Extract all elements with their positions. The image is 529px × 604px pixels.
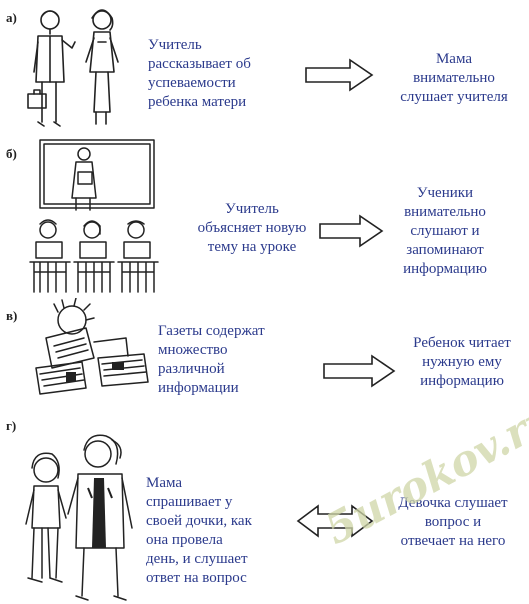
row-c-right-text: Ребенок читает нужную ему информацию	[413, 335, 511, 389]
row-b-right-text: Ученики внимательно слушают и запоминают…	[403, 185, 487, 277]
row-b-left-text: Учитель объясняет новую тему на уроке	[197, 201, 307, 255]
row-d-left-text: Мама спрашивает у своей дочки, как она п…	[146, 475, 252, 586]
row-c-arrow-icon	[323, 354, 396, 388]
mother-and-daughter-illustration	[25, 434, 133, 601]
row-b-arrow-icon	[319, 214, 384, 248]
teacher-and-mother-illustration	[27, 9, 119, 127]
row-a-right-text: Мама внимательно слушает учителя	[400, 51, 508, 105]
newspapers-illustration	[35, 298, 149, 395]
row-a-left-text: Учитель рассказывает об успеваемости реб…	[148, 37, 251, 110]
row-a-label: а)	[6, 10, 17, 25]
row-d-double-arrow-icon	[296, 504, 374, 538]
row-d-label: г)	[6, 418, 17, 433]
row-c-left-text: Газеты содержат множество различной инфо…	[158, 323, 265, 396]
row-a-arrow-icon	[305, 58, 374, 92]
row-d-right-text: Девочка слушает вопрос и отвечает на нег…	[398, 495, 508, 549]
row-b-label: б)	[6, 146, 17, 161]
classroom-illustration	[29, 139, 159, 293]
row-c-label: в)	[6, 308, 18, 323]
